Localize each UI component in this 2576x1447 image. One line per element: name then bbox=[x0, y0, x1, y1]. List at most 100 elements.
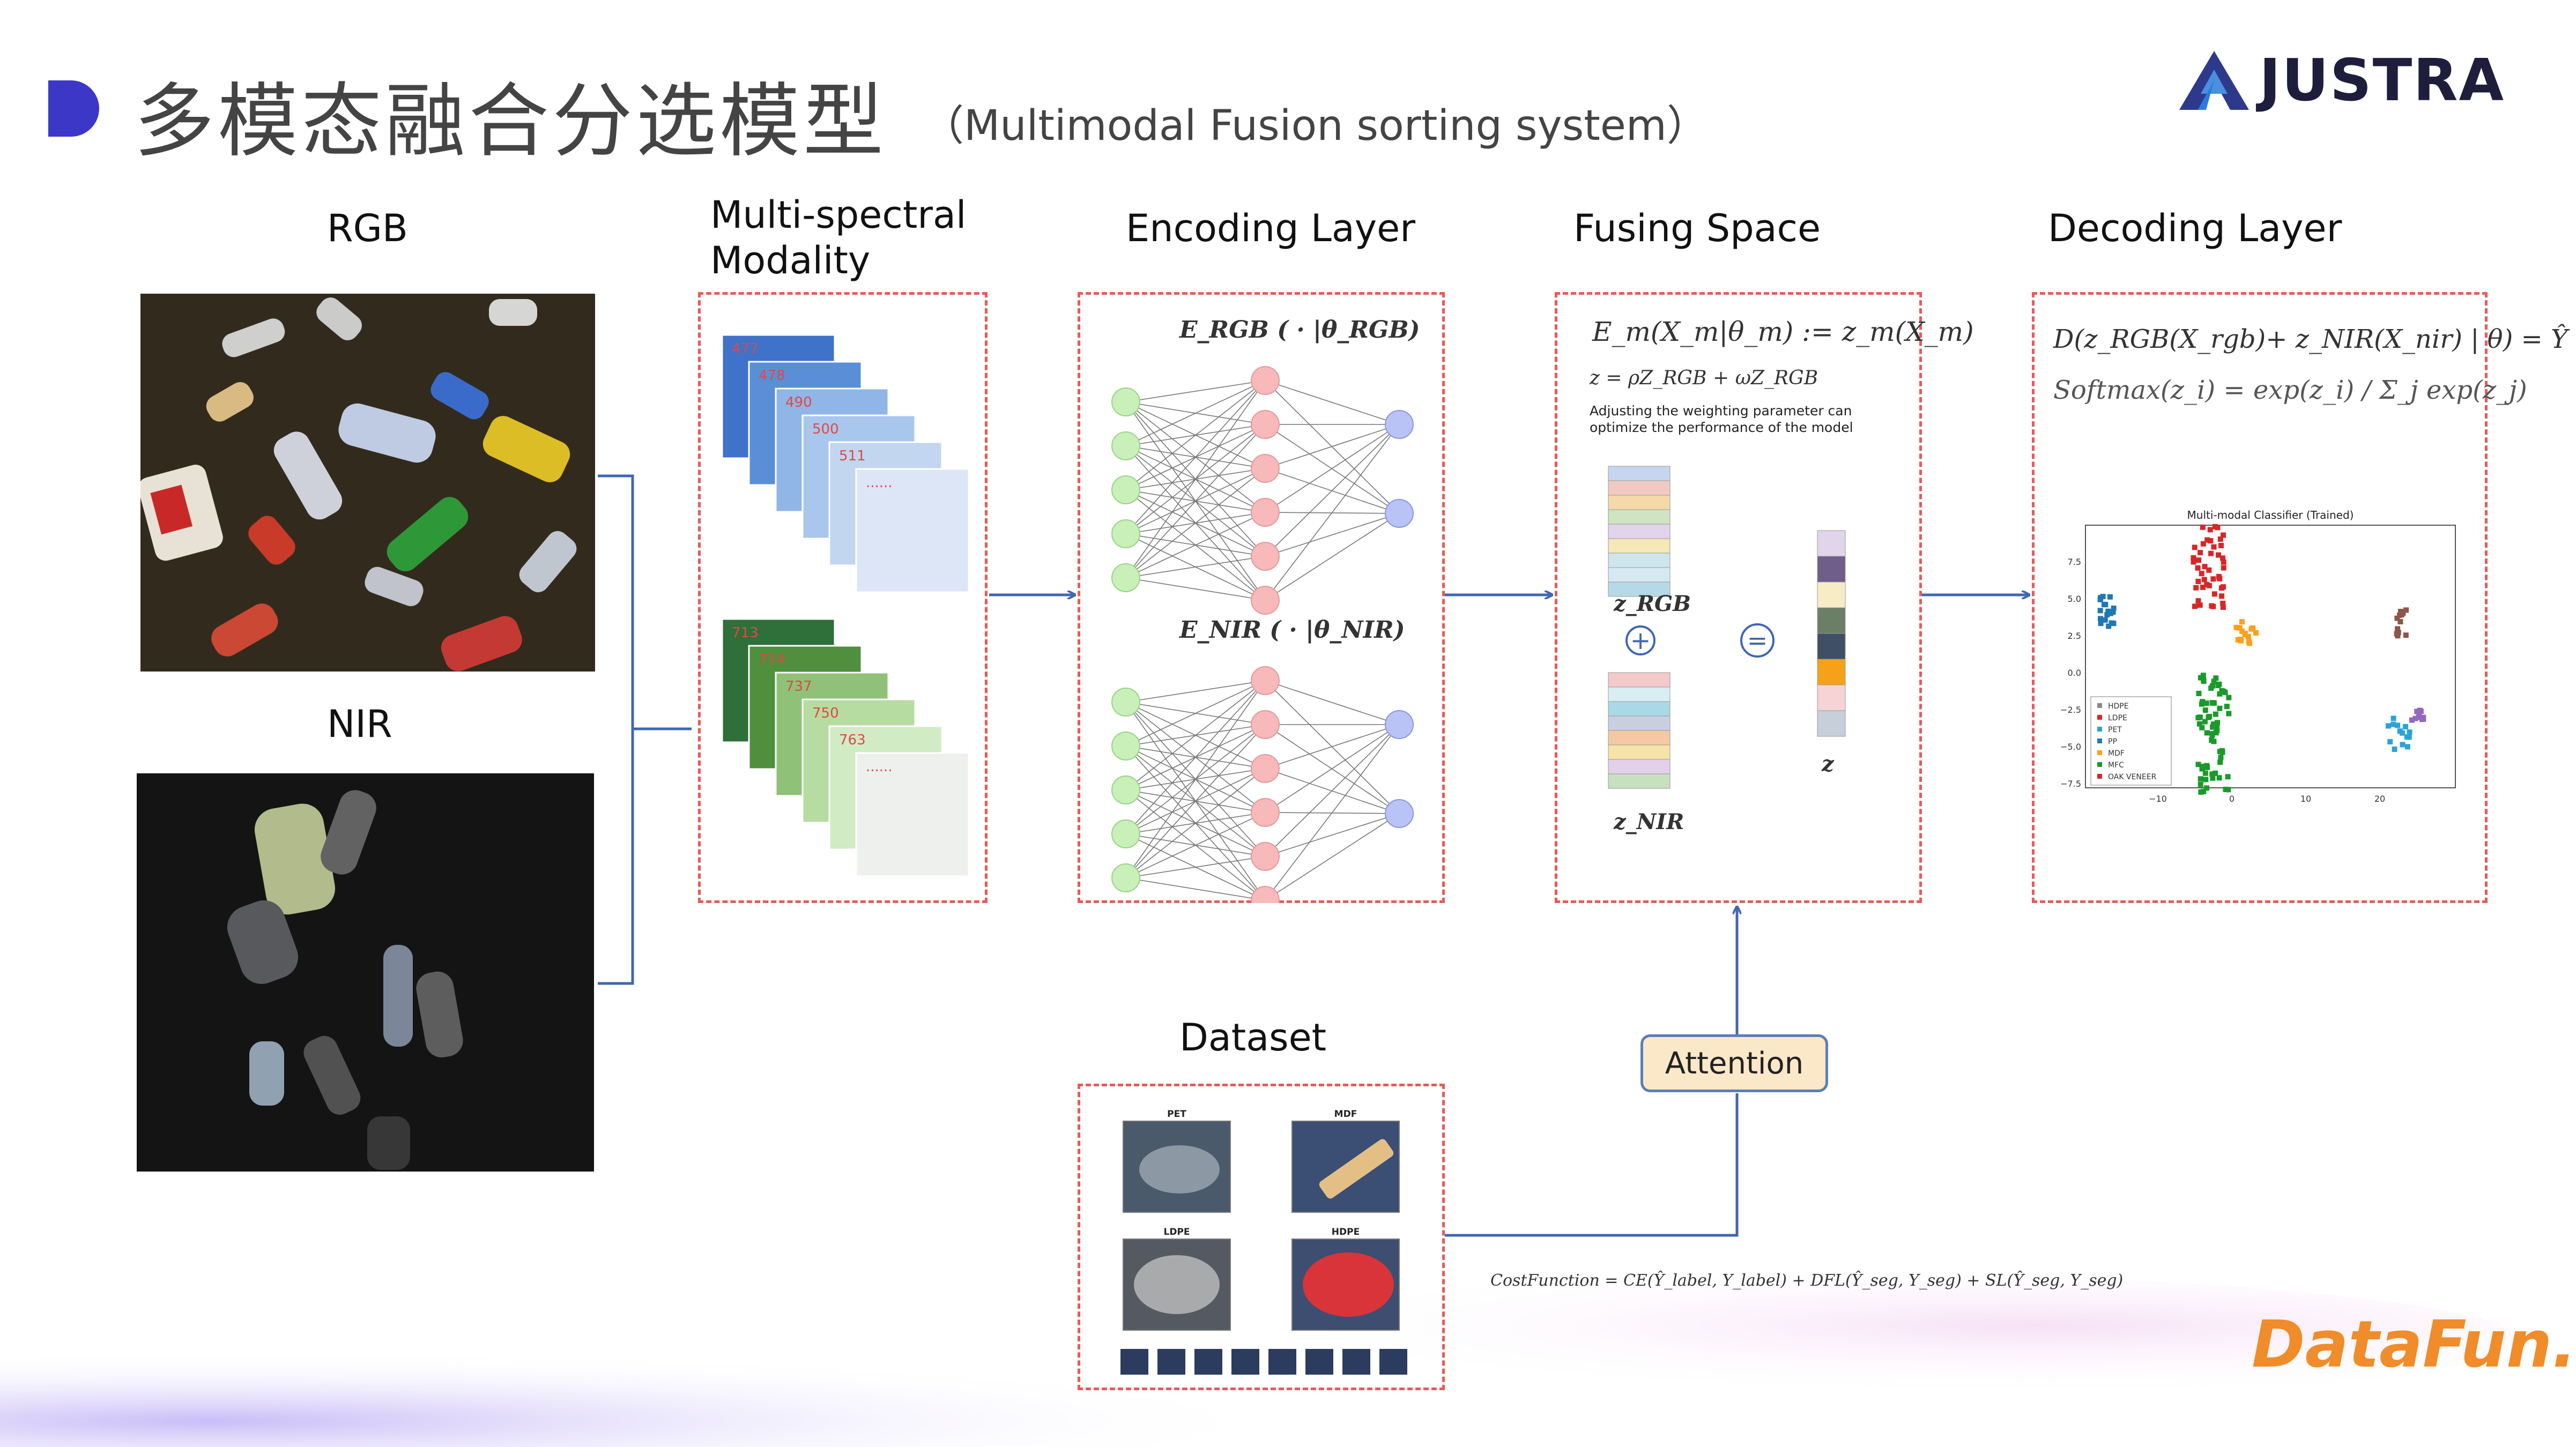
title-marker bbox=[48, 80, 99, 137]
rgb-band-label-4: 511 bbox=[839, 448, 866, 464]
mdf-cluster-point bbox=[2220, 600, 2226, 606]
mfc-cluster-point bbox=[2208, 685, 2214, 691]
z-cell bbox=[1817, 710, 1846, 737]
dataset-block bbox=[1194, 1349, 1222, 1375]
x-tick-label: 0 bbox=[2229, 794, 2234, 804]
legend-marker bbox=[2097, 750, 2102, 755]
mfc-cluster-point bbox=[2198, 789, 2204, 795]
z-rgb-cell bbox=[1608, 581, 1671, 597]
hdpe-cluster-point bbox=[2098, 595, 2104, 601]
z-nir-cell bbox=[1608, 744, 1671, 760]
mdf-cluster-point bbox=[2206, 567, 2212, 573]
rgb-encoder-hidden-node bbox=[1251, 454, 1280, 483]
mfc-cluster-point bbox=[2213, 711, 2218, 717]
justra-logo: JUSTRA bbox=[2177, 46, 2505, 115]
mdf-cluster-point bbox=[2200, 524, 2206, 530]
pp-cluster-point bbox=[2246, 639, 2252, 645]
mfc-cluster-point bbox=[2214, 725, 2220, 730]
mdf-cluster-point bbox=[2218, 542, 2224, 548]
dataset-block bbox=[1305, 1349, 1333, 1375]
mfc-cluster-point bbox=[2224, 704, 2230, 710]
mdf-cluster-point bbox=[2211, 544, 2217, 550]
rgb-band-label-1: 478 bbox=[759, 368, 785, 384]
y-tick-label: 0.0 bbox=[2068, 668, 2081, 678]
mfc-cluster-point bbox=[2223, 787, 2229, 793]
y-tick-label: −5.0 bbox=[2060, 742, 2081, 752]
encoder-networks bbox=[1111, 366, 1414, 903]
plus-symbol: + bbox=[1630, 626, 1651, 655]
nir-encoder-edge bbox=[1265, 813, 1400, 857]
pet-cluster-point bbox=[2400, 742, 2406, 748]
mdf-cluster-point bbox=[2210, 576, 2216, 582]
pet-cluster-point bbox=[2391, 715, 2396, 721]
mfc-cluster-point bbox=[2211, 678, 2217, 684]
mdf-cluster-point bbox=[2210, 603, 2216, 609]
fusing-note-line1: Adjusting the weighting parameter can bbox=[1590, 403, 1852, 419]
attention-box: Attention bbox=[1640, 1034, 1828, 1092]
oak-cluster-point bbox=[2395, 630, 2401, 636]
ldpe-object bbox=[1134, 1255, 1220, 1314]
z-rgb-cell bbox=[1608, 509, 1671, 525]
mdf-cluster-point bbox=[2208, 550, 2214, 556]
pp-cluster-point bbox=[2238, 638, 2244, 644]
z-rgb-cell bbox=[1608, 567, 1671, 583]
mfc-cluster-point bbox=[2215, 682, 2221, 688]
nir-image bbox=[137, 773, 594, 1172]
z-rgb-cell bbox=[1608, 466, 1671, 481]
rgb-encoder-edge bbox=[1265, 380, 1400, 425]
nir-label: NIR bbox=[327, 702, 392, 746]
z-nir-cell bbox=[1608, 701, 1671, 717]
mdf-cluster-point bbox=[2195, 598, 2201, 604]
ldpe-cluster-point bbox=[2409, 717, 2415, 723]
nir-band-label-4: 763 bbox=[839, 732, 866, 748]
mfc-cluster-point bbox=[2226, 711, 2232, 717]
mfc-cluster-point bbox=[2204, 785, 2210, 791]
mfc-cluster-point bbox=[2209, 737, 2215, 743]
rgb-encoder-input-node bbox=[1111, 475, 1140, 504]
z-cell bbox=[1817, 659, 1846, 685]
mfc-cluster-point bbox=[2210, 724, 2216, 730]
rgb-encoder-edge bbox=[1265, 380, 1400, 514]
rgb-encoder-edge bbox=[1125, 380, 1266, 490]
mfc-cluster-point bbox=[2206, 714, 2211, 720]
rgb-label: RGB bbox=[327, 206, 408, 250]
nir-encoder-edge bbox=[1125, 877, 1266, 901]
hdpe-cluster-point bbox=[2111, 605, 2117, 611]
equals-symbol: = bbox=[1747, 626, 1768, 655]
pp-cluster-point bbox=[2235, 637, 2241, 643]
mdf-cluster-point bbox=[2192, 603, 2198, 609]
z-rgb-cell bbox=[1608, 553, 1671, 568]
datafun-logo: DataFun. bbox=[2252, 1308, 2576, 1382]
mfc-cluster-point bbox=[2199, 725, 2205, 730]
nir-encoder-edge bbox=[1125, 680, 1266, 878]
mfc-cluster-point bbox=[2202, 707, 2208, 713]
nir-encoder-hidden-node bbox=[1251, 710, 1280, 739]
hdpe-object bbox=[1303, 1252, 1394, 1317]
nir-encoder-edge bbox=[1125, 856, 1266, 878]
mdf-cluster-point bbox=[2207, 527, 2213, 533]
y-tick-label: 7.5 bbox=[2068, 557, 2081, 567]
rgb-encoder-edge bbox=[1125, 577, 1266, 601]
mfc-cluster-point bbox=[2225, 774, 2231, 780]
legend-label: LDPE bbox=[2108, 714, 2127, 722]
mfc-cluster-point bbox=[2218, 755, 2224, 760]
legend-marker bbox=[2097, 703, 2102, 708]
mdf-cluster-point bbox=[2220, 605, 2226, 610]
dataset-block bbox=[1379, 1349, 1407, 1375]
rgb-encoder-input-node bbox=[1111, 387, 1140, 416]
mfc-cluster-point bbox=[2209, 771, 2215, 777]
hdpe-cluster-point bbox=[2098, 621, 2104, 626]
nir-encoder-edge bbox=[1265, 680, 1400, 725]
mfc-cluster-point bbox=[2214, 728, 2220, 734]
rgb-encoder-hidden-node bbox=[1251, 366, 1280, 395]
oak-cluster-point bbox=[2397, 608, 2403, 614]
hdpe-cluster-point bbox=[2106, 623, 2112, 629]
mfc-cluster-point bbox=[2197, 714, 2203, 720]
y-tick-label: −2.5 bbox=[2060, 705, 2081, 715]
mfc-cluster-point bbox=[2204, 730, 2210, 736]
z-cell bbox=[1817, 556, 1846, 583]
rgb-encoder-edge bbox=[1265, 424, 1400, 469]
nir-encoder-edge bbox=[1125, 680, 1266, 834]
mdf-cluster-point bbox=[2193, 585, 2199, 591]
